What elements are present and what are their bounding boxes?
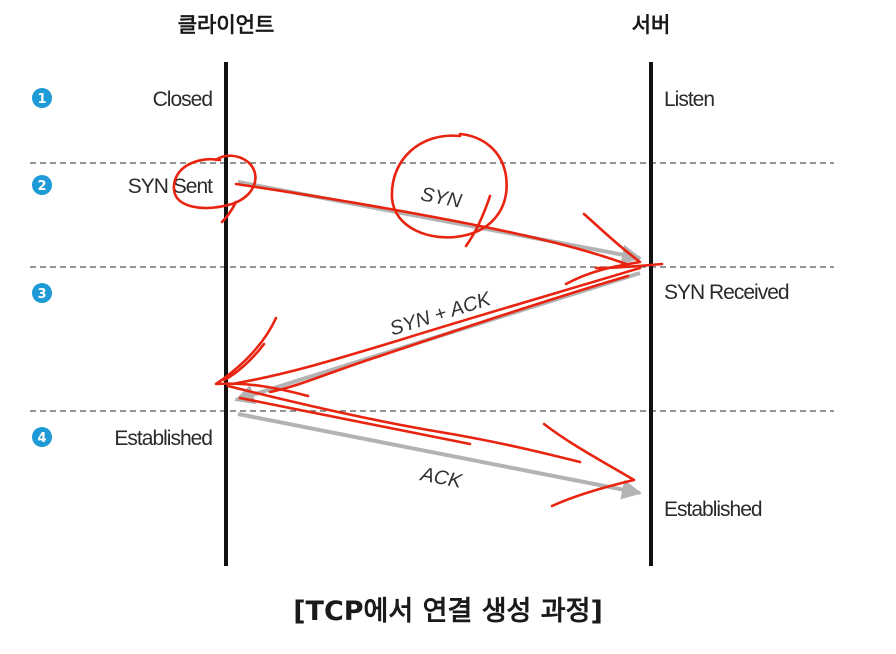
client-state-syn-sent: SYN Sent [128,175,213,198]
diagram-caption: [TCP에서 연결 생성 과정] [293,596,603,627]
handwritten-annotations [172,132,664,508]
client-state-established: Established [114,427,212,450]
client-header: 클라이언트 [178,13,275,37]
annotation-circle-syn-sent [172,154,257,224]
annotation-ack-head [542,422,636,508]
annotation-ack-stroke [226,384,582,464]
client-state-closed: Closed [153,88,213,111]
step-number-1: 1 [37,92,46,107]
server-state-listen: Listen [664,88,714,111]
step-number-4: 4 [37,431,46,446]
annotation-syn-head [564,212,664,286]
syn-ack-label: SYN + ACK [387,288,495,341]
annotation-syn-ack-head [214,316,310,398]
annotation-syn-ack-stroke [230,266,642,394]
step-badge-2: 2 [32,175,52,195]
ack-label: ACK [418,463,465,493]
step-badge-4: 4 [32,427,52,447]
step-number-2: 2 [37,179,46,194]
syn-label: SYN [419,183,464,212]
step-badge-3: 3 [32,283,52,303]
ack-arrow [237,412,642,500]
server-state-syn-received: SYN Received [664,281,789,304]
server-state-established: Established [664,498,762,521]
annotation-syn-stroke [234,182,628,266]
step-number-3: 3 [37,287,46,302]
server-header: 서버 [632,13,671,37]
step-badge-1: 1 [32,88,52,108]
annotation-circle-syn [390,132,508,248]
